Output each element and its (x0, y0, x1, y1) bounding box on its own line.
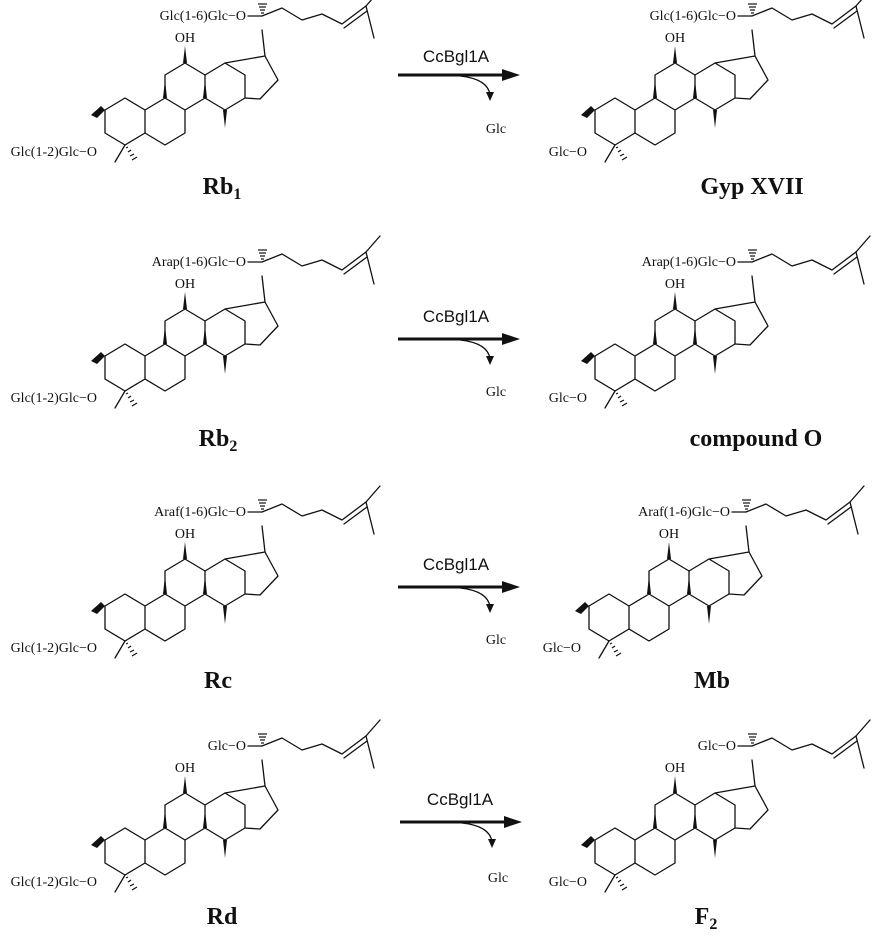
substrate-name: Rb2 (199, 426, 238, 455)
c3-substituent-label: Glc(1-2)Glc−O (11, 145, 97, 160)
product-structure: Glc−O OH Glc−O (549, 719, 871, 893)
reaction-row-4: Glc−O OH Glc(1-2)Glc−O Rd CcBgl1A Glc Gl… (11, 719, 871, 933)
c20-substituent-label: Araf(1-6)Glc−O (154, 505, 246, 520)
c3-substituent-label: Glc(1-2)Glc−O (11, 875, 97, 890)
c20-substituent-label: Glc(1-6)Glc−O (160, 9, 246, 24)
released-sugar-label: Glc (486, 633, 506, 648)
substrate-structure: Arap(1-6)Glc−O OH Glc(1-2)Glc−O (11, 235, 381, 409)
enzyme-label: CcBgl1A (423, 307, 490, 326)
hydroxyl-label: OH (665, 277, 685, 292)
c20-substituent-label: Glc−O (208, 739, 246, 754)
enzyme-label: CcBgl1A (423, 555, 490, 574)
c3-substituent-label: Glc−O (549, 875, 587, 890)
enzyme-label: CcBgl1A (427, 790, 494, 809)
product-structure: Araf(1-6)Glc−O OH Glc−O (543, 485, 865, 659)
reaction-arrow (396, 331, 522, 367)
hydroxyl-label: OH (665, 31, 685, 46)
reaction-row-1: Glc(1-6)Glc−O OH Glc(1-2)Glc−O Rb1 CcBgl… (11, 0, 871, 203)
c20-substituent-label: Glc(1-6)Glc−O (650, 9, 736, 24)
c20-substituent-label: Araf(1-6)Glc−O (638, 505, 730, 520)
hydroxyl-label: OH (175, 277, 195, 292)
product-structure: Arap(1-6)Glc−O OH Glc−O (549, 235, 871, 409)
substrate-name: Rd (207, 904, 238, 930)
substrate-name: Rc (204, 668, 232, 694)
substrate-name: Rb1 (203, 174, 242, 203)
product-name: Mb (694, 668, 730, 694)
hydroxyl-label: OH (659, 527, 679, 542)
enzyme-label: CcBgl1A (423, 47, 490, 66)
c3-substituent-label: Glc(1-2)Glc−O (11, 641, 97, 656)
reaction-arrow (396, 579, 522, 615)
reaction-row-2: Arap(1-6)Glc−O OH Glc(1-2)Glc−O Rb2 CcBg… (11, 235, 871, 455)
substrate-structure: Glc(1-6)Glc−O OH Glc(1-2)Glc−O (11, 0, 381, 163)
c3-substituent-label: Glc−O (549, 391, 587, 406)
product-name: Gyp XVII (700, 174, 803, 200)
c20-substituent-label: Arap(1-6)Glc−O (152, 255, 246, 270)
product-name: F2 (695, 904, 718, 933)
substrate-structure: Araf(1-6)Glc−O OH Glc(1-2)Glc−O (11, 485, 381, 659)
substrate-structure: Glc−O OH Glc(1-2)Glc−O (11, 719, 381, 893)
product-name: compound O (690, 426, 823, 452)
hydroxyl-label: OH (175, 527, 195, 542)
c3-substituent-label: Glc(1-2)Glc−O (11, 391, 97, 406)
c3-substituent-label: Glc−O (543, 641, 581, 656)
reaction-row-3: Araf(1-6)Glc−O OH Glc(1-2)Glc−O Rc CcBgl… (11, 485, 865, 694)
released-sugar-label: Glc (486, 122, 506, 137)
reaction-arrow (398, 814, 524, 850)
released-sugar-label: Glc (486, 385, 506, 400)
hydroxyl-label: OH (665, 761, 685, 776)
c3-substituent-label: Glc−O (549, 145, 587, 160)
product-structure: Glc(1-6)Glc−O OH Glc−O (549, 0, 871, 163)
reaction-arrow (396, 67, 522, 103)
hydroxyl-label: OH (175, 761, 195, 776)
released-sugar-label: Glc (488, 871, 508, 886)
c20-substituent-label: Arap(1-6)Glc−O (642, 255, 736, 270)
c20-substituent-label: Glc−O (698, 739, 736, 754)
hydroxyl-label: OH (175, 31, 195, 46)
